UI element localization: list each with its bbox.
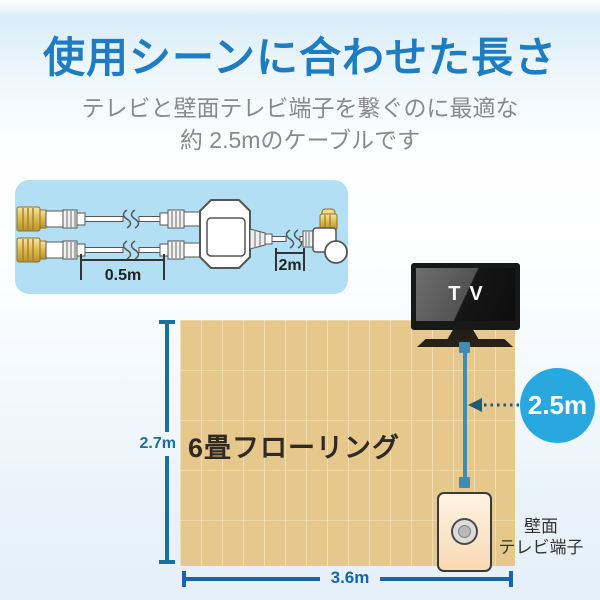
right-length-dimension bbox=[275, 248, 305, 271]
cable-plug-terminal bbox=[459, 477, 470, 488]
tv-screen: TV bbox=[416, 268, 515, 321]
page-subtitle: テレビと壁面テレビ端子を繋ぐのに最適な 約 2.5mのケーブルです bbox=[0, 92, 600, 156]
left-length-label: 0.5m bbox=[105, 267, 141, 284]
width-dimension-line-left bbox=[184, 577, 320, 581]
right-length-label: 2m bbox=[278, 257, 301, 274]
cable-run bbox=[463, 347, 467, 483]
terminal-label: 壁面 テレビ端子 bbox=[490, 517, 592, 558]
cable-length-value: 2.5m bbox=[527, 390, 588, 420]
subtitle-line-1: テレビと壁面テレビ端子を繋ぐのに最適な bbox=[81, 95, 519, 121]
splitter-device bbox=[199, 199, 273, 269]
lower-cable bbox=[16, 237, 202, 263]
right-cable bbox=[271, 208, 348, 264]
depth-dimension-label: 2.7m bbox=[139, 435, 176, 452]
cable-spec-panel: 0.5m 2m bbox=[15, 180, 348, 294]
depth-dimension-line-upper bbox=[165, 320, 169, 432]
terminal-jack-inner-ring bbox=[458, 525, 471, 538]
cable-diagram: 0.5m 2m bbox=[16, 199, 348, 284]
terminal-label-line-1: 壁面 bbox=[524, 517, 558, 536]
depth-dimension-line-lower bbox=[165, 456, 169, 564]
left-length-dimension bbox=[80, 254, 165, 280]
upper-cable bbox=[16, 206, 202, 232]
room-label: 6畳フローリング bbox=[188, 433, 401, 463]
cable-length-badge: 2.5m bbox=[520, 368, 595, 443]
page-title: 使用シーンに合わせた長さ bbox=[43, 34, 557, 81]
depth-dimension-cap-bottom bbox=[159, 560, 175, 564]
width-dimension-cap-right bbox=[509, 571, 513, 587]
width-dimension-label: 3.6m bbox=[330, 568, 370, 587]
terminal-label-line-2: テレビ端子 bbox=[498, 537, 584, 557]
width-dimension-line-right bbox=[380, 577, 511, 581]
tv-stand-neck bbox=[447, 330, 479, 340]
subtitle-line-2: 約 2.5mのケーブルです bbox=[179, 127, 421, 153]
wall-terminal-plate bbox=[437, 492, 492, 572]
cable-length-arrow bbox=[468, 398, 520, 412]
tv-label: TV bbox=[448, 283, 492, 305]
